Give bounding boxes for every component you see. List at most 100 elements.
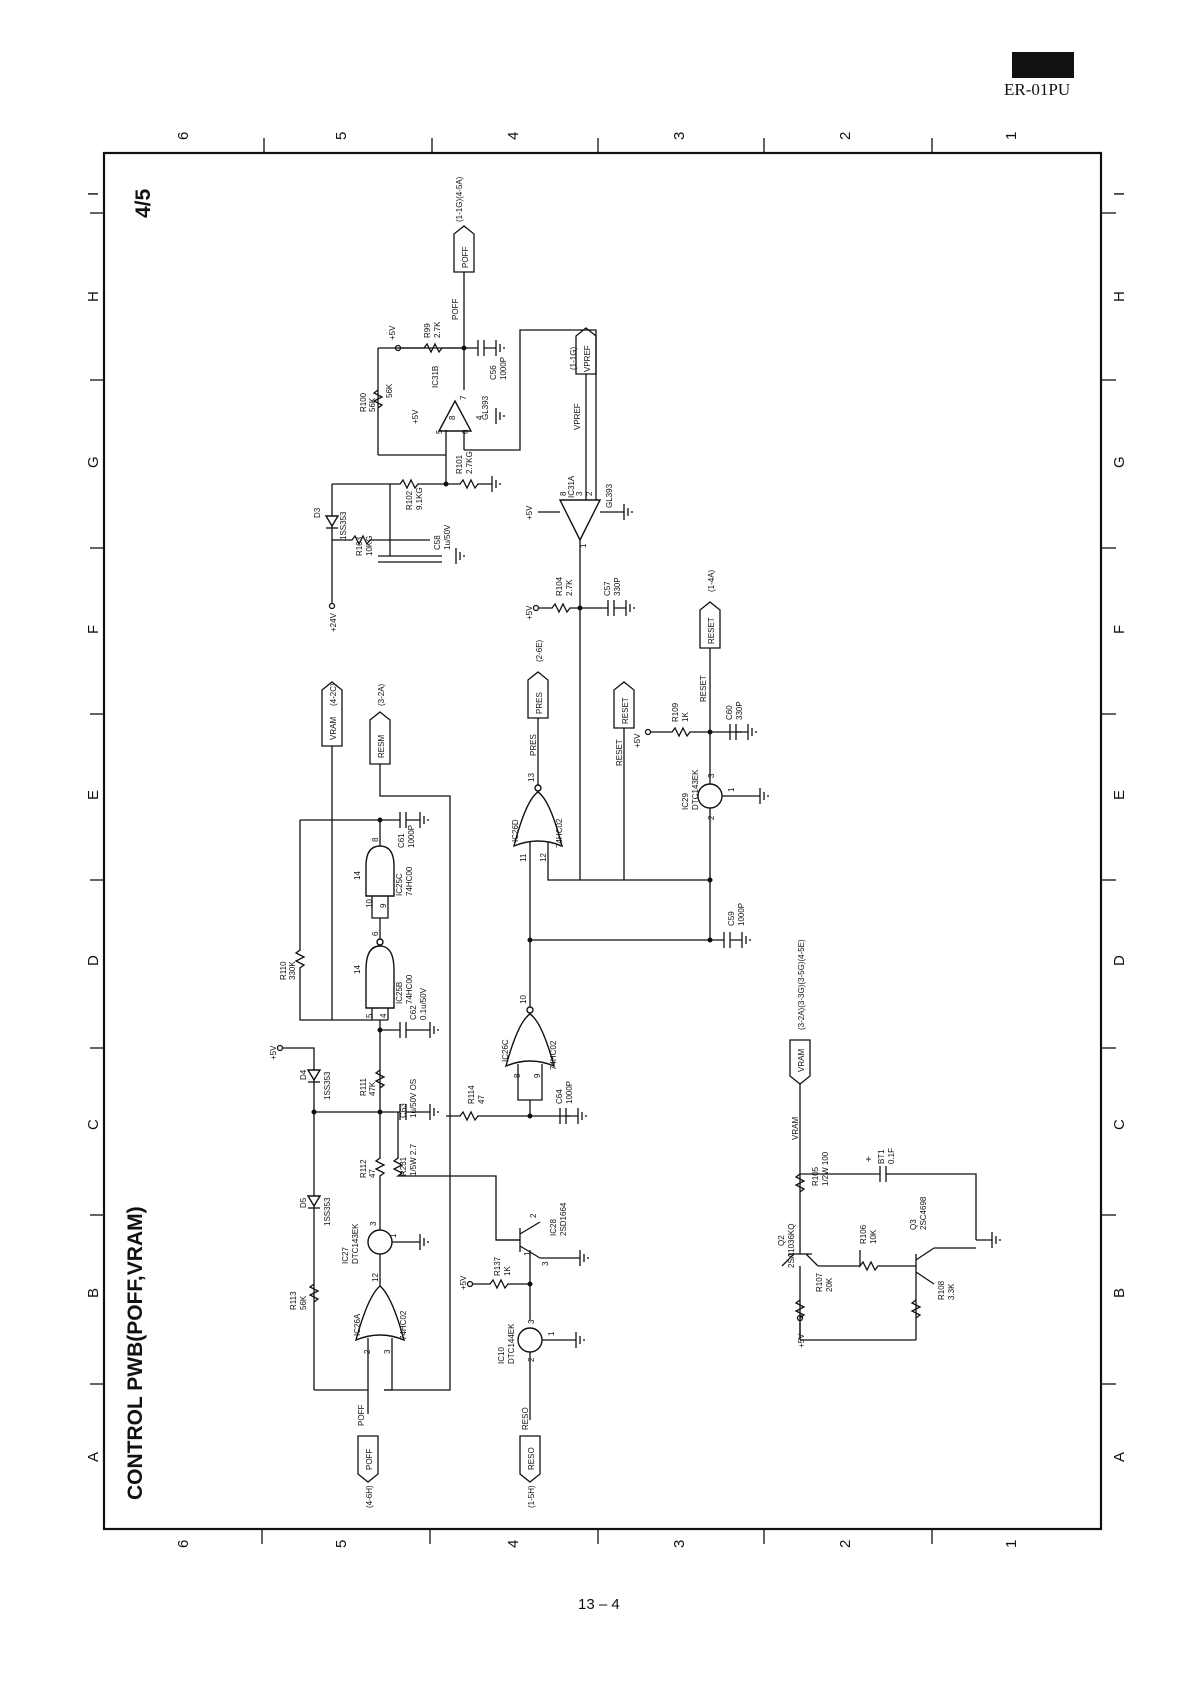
svg-text:(4-6H): (4-6H) (365, 1485, 374, 1508)
c64-value: 1000P (565, 1081, 574, 1104)
net-label: +5V (797, 1333, 806, 1348)
nand-gate-ic25b (365, 945, 395, 1009)
net-label: POFF (451, 299, 460, 320)
zone-letter: A (85, 1452, 102, 1462)
terminal (796, 1314, 804, 1322)
ground-symbol (429, 1022, 439, 1038)
r109-value: 1K (681, 712, 690, 722)
ic25b-label: IC25B (395, 982, 404, 1004)
ic31a-label: IC31A (567, 475, 576, 498)
header-black-block (1012, 52, 1074, 78)
r113-value: 56K (299, 1295, 308, 1310)
ground-symbol (495, 340, 505, 356)
zone-num: 3 (671, 1540, 688, 1548)
ground-symbol (455, 548, 465, 564)
c63-value: 1u/50V OS (409, 1079, 418, 1118)
svg-text:RESET: RESET (707, 617, 716, 644)
net-label: +5V (633, 733, 642, 748)
q2-type: 2SA1036KQ (787, 1224, 796, 1268)
capacitor-c63 (380, 1104, 430, 1120)
ic25c-label: IC25C (395, 873, 404, 896)
pin: 14 (353, 871, 362, 880)
q2-label: Q2 (777, 1235, 786, 1246)
r106-value: 10K (869, 1229, 878, 1244)
ic31a-type: GL393 (605, 483, 614, 508)
zone-letter: E (1111, 790, 1128, 800)
pin: 11 (519, 853, 528, 862)
r105-value: 1/2W 100 (821, 1151, 830, 1186)
zone-letter: B (85, 1288, 102, 1298)
terminal (328, 602, 336, 610)
junction (527, 1113, 533, 1119)
pin: 8 (371, 837, 380, 842)
zone-ticks (90, 138, 1116, 1544)
ic29-label: IC29 (681, 793, 690, 810)
c56-label: C56 (489, 365, 498, 380)
r101-label: R101 (455, 454, 464, 474)
junction (527, 1281, 533, 1287)
zone-numbers-top: 6 5 4 3 2 1 (175, 132, 1020, 140)
r110-label: R110 (279, 961, 288, 980)
wire (367, 1338, 393, 1391)
ic26c-type: 74HC02 (549, 1040, 558, 1070)
svg-text:VRAM: VRAM (329, 717, 338, 740)
r114-value: 47 (477, 1095, 486, 1104)
nor-gate-ic26d (512, 791, 564, 848)
transistor-q3 (915, 1247, 976, 1285)
resm-connector: RESM (3-2A) (369, 683, 391, 765)
pin: 2 (585, 491, 594, 496)
zone-num: 5 (333, 132, 350, 140)
net-label: POFF (357, 1405, 366, 1426)
r111-label: R111 (359, 1078, 368, 1096)
pin: 4 (475, 415, 484, 420)
ground-symbol (575, 1332, 585, 1348)
c62-label: C62 (409, 1005, 418, 1020)
r112-label: R112 (359, 1159, 368, 1178)
ground-symbol (976, 1232, 1001, 1248)
resistor-r111 (374, 1069, 386, 1089)
zone-num: 4 (505, 132, 522, 140)
d4-label: D4 (299, 1069, 308, 1080)
c59-label: C59 (727, 911, 736, 926)
junction (707, 729, 713, 735)
gate-bubble (376, 938, 384, 946)
r103-value: 10KG (365, 536, 374, 556)
r108-label: R108 (937, 1280, 946, 1300)
zone-num: 1 (1003, 1540, 1020, 1548)
transistor-q2 (781, 1226, 819, 1267)
ic27-label: IC27 (341, 1247, 350, 1264)
reset-output-connector: RESET (1-4A) (699, 569, 721, 649)
svg-text:(1-1G): (1-1G) (569, 347, 578, 370)
pin: 8 (448, 415, 457, 420)
r101-value: 2.7KG (465, 451, 474, 474)
pin: 2 (527, 1357, 536, 1362)
zone-num: 2 (837, 132, 854, 140)
pin: 13 (527, 773, 536, 782)
zone-letter: C (1111, 1119, 1128, 1130)
wire (371, 896, 389, 946)
terminal (276, 1044, 284, 1052)
pin: 3 (369, 1221, 378, 1226)
wire (314, 1370, 369, 1391)
comparator-ic31b (437, 399, 473, 432)
r102-value: 9.1KG (415, 487, 424, 510)
resistor-r137 (472, 1278, 530, 1290)
vpref-connector: VPREF (1-1G) (569, 327, 597, 375)
ic28-type: 2SD1664 (559, 1202, 568, 1236)
pin: 10 (519, 995, 528, 1004)
ground-symbol (419, 812, 429, 828)
net-label: +5V (525, 605, 534, 620)
r100-value2: 56K (385, 383, 394, 398)
ic25b-type: 74HC00 (405, 974, 414, 1004)
net-label: +5V (525, 505, 534, 520)
pin: 6 (461, 429, 470, 434)
pin: 1 (727, 787, 736, 792)
battery-bt1 (800, 1166, 977, 1240)
wire (282, 1047, 315, 1390)
c60-value: 330P (735, 701, 744, 720)
c59-value: 1000P (737, 903, 746, 926)
pin: 12 (371, 1273, 380, 1282)
svg-text:(1-4A): (1-4A) (707, 569, 716, 592)
ground-symbol (540, 1250, 589, 1266)
